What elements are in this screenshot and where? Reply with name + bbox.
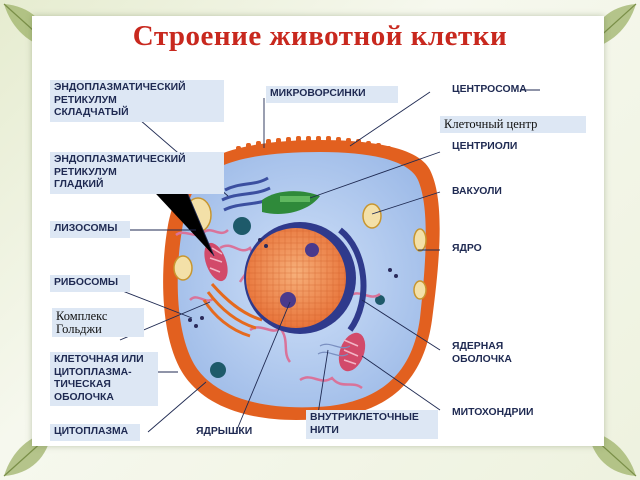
vacuole [362,203,382,229]
lysosome [210,362,226,378]
label-ribosomes: РИБОСОМЫ [50,275,130,292]
nucleolus [280,292,296,308]
lysosome [233,217,251,235]
label-centrioles: ЦЕНТРИОЛИ [452,141,518,152]
vacuole [413,280,427,300]
label-nucleus: ЯДРО [452,243,482,254]
golgi-apparatus [202,283,263,338]
vacuole [173,255,193,281]
label-er-smooth: ЭНДОПЛАЗМАТИЧЕСКИЙ РЕТИКУЛУМ ГЛАДКИЙ [50,152,224,194]
label-membrane: КЛЕТОЧНАЯ ИЛИ ЦИТОПЛАЗМА- ТИЧЕСКАЯ ОБОЛО… [50,352,158,406]
label-vacuoles: ВАКУОЛИ [452,186,502,197]
centrosome [262,191,320,215]
label-lysosomes: ЛИЗОСОМЫ [50,221,130,238]
label-cytoplasm: ЦИТОПЛАЗМА [50,424,140,441]
lysosome [375,295,385,305]
page-title: Строение животной клетки [132,20,508,52]
label-centrosome: ЦЕНТРОСОМА [452,84,527,95]
vacuole [413,228,427,252]
ribosomes [188,238,398,328]
mitochondrion [204,242,228,282]
nucleolus [305,243,319,257]
label-microvilli: МИКРОВОРСИНКИ [266,86,398,103]
label-intracellular-filaments: ВНУТРИКЛЕТОЧНЫЕ НИТИ [306,410,438,439]
label-mitochondria: МИТОХОНДРИИ [452,407,534,418]
nucleus [244,222,367,334]
label-nucleoli: ЯДРЫШКИ [196,426,253,437]
intracellular-filaments [317,343,351,357]
label-golgi: Комплекс Гольджи [52,308,144,337]
label-nuclear-envelope: ЯДЕРНАЯ ОБОЛОЧКА [452,341,512,365]
label-cell-center: Клеточный центр [440,116,586,133]
mitochondrion [338,332,366,372]
microvilli [236,136,391,156]
label-er-rough: ЭНДОПЛАЗМАТИЧЕСКИЙ РЕТИКУЛУМ СКЛАДЧАТЫЙ [50,80,224,122]
